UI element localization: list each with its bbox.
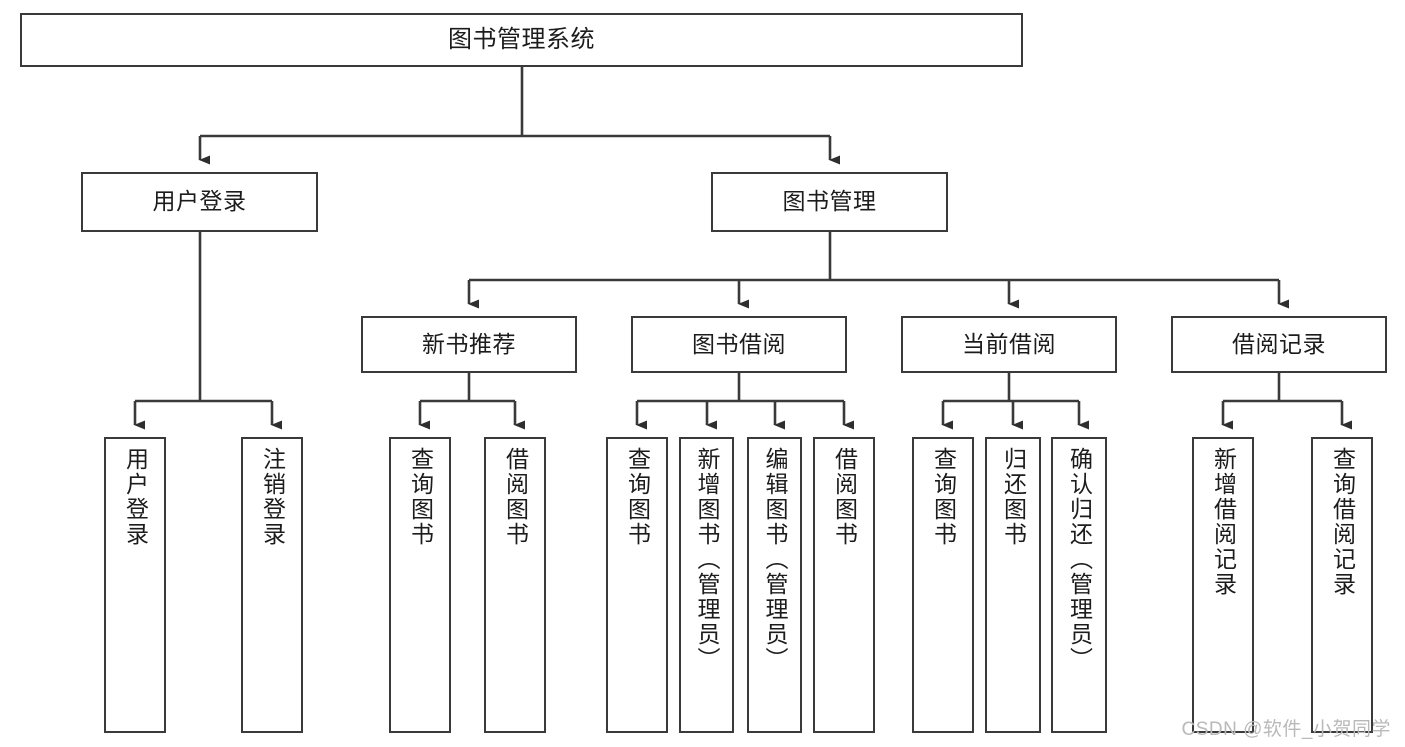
node-label-leaf-query-book-3: 查询图书 — [930, 447, 957, 547]
node-label-leaf-confirm-return: 确认归还（管理员） — [1066, 447, 1093, 672]
node-label-leaf-edit-book: 编辑图书（管理员） — [762, 447, 788, 672]
node-label-leaf-query-book-2: 查询图书 — [624, 447, 651, 547]
node-label-leaf-user-logout: 注销登录 — [259, 447, 286, 547]
node-book-borrow[interactable]: 图书借阅 — [631, 316, 847, 373]
node-label-leaf-return-book: 归还图书 — [1000, 447, 1027, 547]
node-leaf-confirm-return[interactable]: 确认归还（管理员） — [1051, 437, 1107, 733]
node-label-leaf-user-login: 用户登录 — [122, 447, 149, 547]
node-label-leaf-borrow-book-1: 借阅图书 — [502, 447, 529, 547]
node-leaf-borrow-book-1[interactable]: 借阅图书 — [484, 437, 546, 733]
node-leaf-query-book-2[interactable]: 查询图书 — [606, 437, 668, 733]
node-borrow-record[interactable]: 借阅记录 — [1171, 316, 1387, 373]
node-new-book-recommend[interactable]: 新书推荐 — [361, 316, 577, 373]
node-root-system[interactable]: 图书管理系统 — [20, 13, 1023, 67]
node-label-leaf-borrow-book-2: 借阅图书 — [831, 447, 858, 547]
node-leaf-return-book[interactable]: 归还图书 — [985, 437, 1041, 733]
node-user-login[interactable]: 用户登录 — [81, 172, 318, 232]
node-label-leaf-query-book-1: 查询图书 — [407, 447, 434, 547]
node-leaf-query-record[interactable]: 查询借阅记录 — [1311, 437, 1373, 733]
node-label-borrow-record: 借阅记录 — [1232, 330, 1326, 357]
node-leaf-user-login[interactable]: 用户登录 — [104, 437, 166, 733]
node-label-user-login: 用户登录 — [152, 188, 247, 215]
node-label-new-book-recommend: 新书推荐 — [422, 330, 516, 357]
node-label-book-borrow: 图书借阅 — [692, 330, 786, 357]
node-leaf-borrow-book-2[interactable]: 借阅图书 — [813, 437, 875, 733]
node-label-root: 图书管理系统 — [448, 25, 595, 53]
node-label-leaf-query-record: 查询借阅记录 — [1329, 447, 1356, 597]
node-label-current-borrow: 当前借阅 — [962, 330, 1056, 357]
node-label-leaf-add-book: 新增图书（管理员） — [694, 447, 720, 672]
node-label-book-management: 图书管理 — [782, 188, 877, 215]
node-leaf-add-book[interactable]: 新增图书（管理员） — [679, 437, 734, 733]
node-current-borrow[interactable]: 当前借阅 — [901, 316, 1117, 373]
node-leaf-user-logout[interactable]: 注销登录 — [241, 437, 303, 733]
node-leaf-query-book-1[interactable]: 查询图书 — [389, 437, 451, 733]
node-leaf-query-book-3[interactable]: 查询图书 — [912, 437, 974, 733]
node-book-management[interactable]: 图书管理 — [711, 172, 948, 232]
node-label-leaf-add-record: 新增借阅记录 — [1210, 447, 1237, 597]
node-leaf-add-record[interactable]: 新增借阅记录 — [1192, 437, 1254, 733]
node-leaf-edit-book[interactable]: 编辑图书（管理员） — [747, 437, 802, 733]
